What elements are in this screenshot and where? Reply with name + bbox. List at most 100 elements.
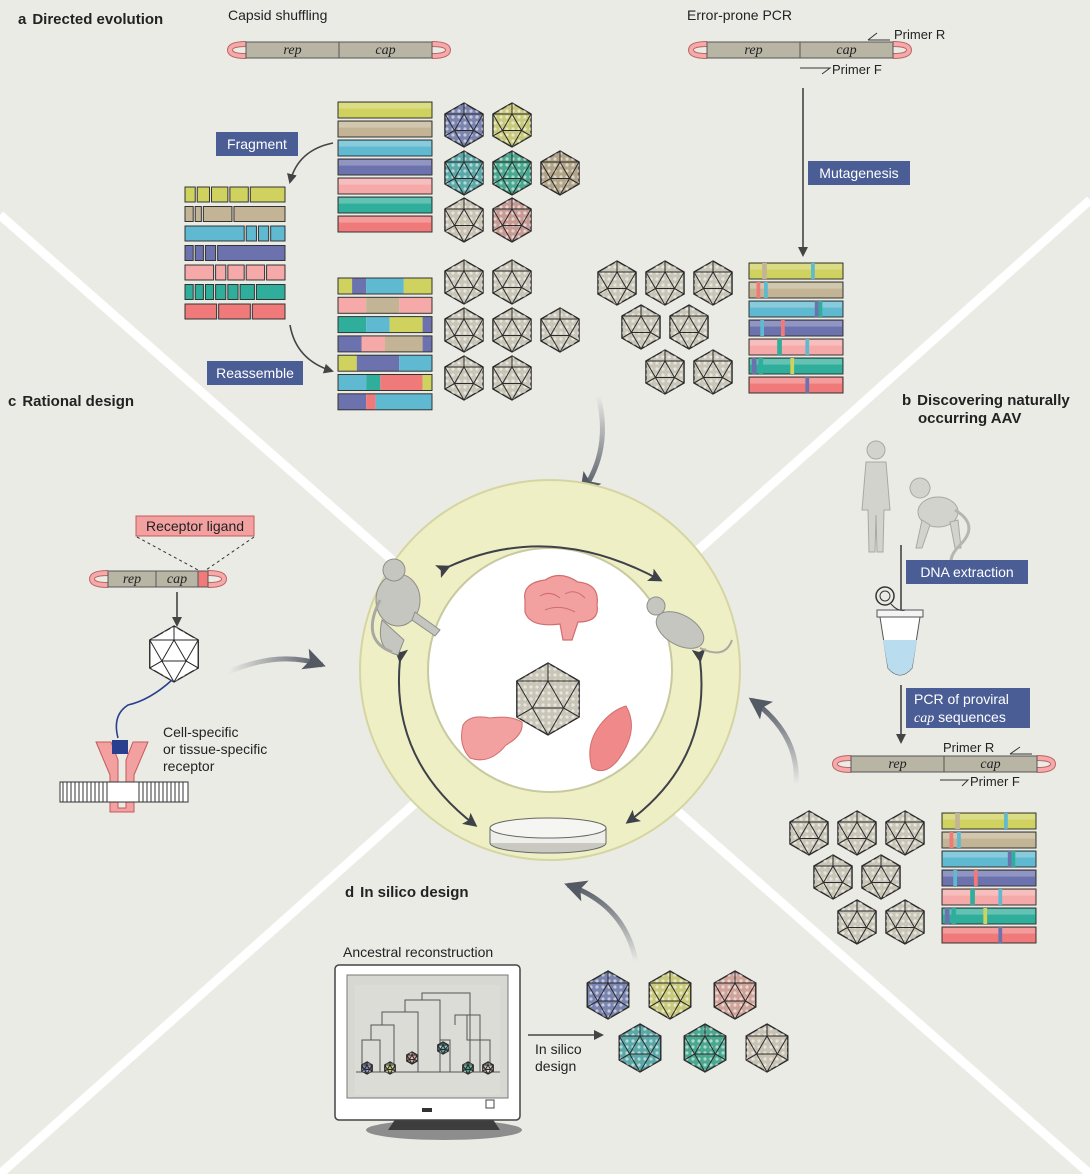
tube-icon: [875, 586, 924, 676]
sequence-fragment: [218, 303, 251, 320]
sequence-fragment: [196, 186, 211, 203]
sequence-fragment: [270, 225, 286, 242]
capsid-icon: [444, 150, 484, 196]
shuffled-sequences: [337, 277, 433, 411]
capsid-icon: [645, 349, 685, 395]
primer-r-label-top: Primer R: [894, 27, 945, 42]
cycle-arrow-top: [435, 545, 663, 582]
capsid-icon: [648, 970, 692, 1020]
sequence-bar: [941, 926, 1037, 944]
arrow-from-a: [579, 394, 605, 496]
fragment-box: Fragment: [216, 132, 298, 156]
sequence-fragment: [249, 186, 286, 203]
sequence-bar: [337, 196, 433, 214]
error-prone-pcr-label: Error-prone PCR: [687, 7, 792, 23]
mutation-stripe: [790, 358, 795, 374]
chimera-segment: [385, 335, 423, 352]
mutation-stripe: [970, 889, 975, 905]
capsid-icon: [149, 625, 199, 683]
cycle-arrow-left: [394, 648, 478, 827]
sequence-bar: [748, 262, 844, 280]
capsid-icon: [885, 810, 925, 856]
mutation-stripe: [805, 339, 810, 355]
sequence-fragment: [194, 206, 202, 222]
sequence-fragment: [184, 225, 245, 242]
capsid-icon: [492, 355, 532, 401]
mutation-stripe: [998, 927, 1003, 943]
chimera-segment: [338, 374, 367, 391]
capsid-icon: [492, 150, 532, 196]
capsid-icon: [693, 349, 733, 395]
human-icon: [861, 440, 891, 553]
mutated-sequences-b: [941, 812, 1037, 944]
sequence-fragment: [184, 186, 196, 203]
rep-label: rep: [888, 757, 906, 772]
sequence-bar: [941, 888, 1037, 906]
mutation-stripe: [957, 832, 961, 848]
chimera-bar: [337, 374, 433, 391]
mutation-stripe: [777, 339, 782, 355]
capsid-icon: [361, 1061, 373, 1075]
fragment-label: Fragment: [227, 136, 287, 152]
receptor-icon: [95, 740, 149, 813]
mutation-stripe: [762, 263, 767, 279]
chimera-bar: [337, 393, 433, 411]
phylogenetic-tree: [356, 992, 500, 1073]
in-silico-label-2: design: [535, 1058, 576, 1074]
dna-extraction-box: DNA extraction: [906, 560, 1028, 584]
chimera-segment: [366, 316, 390, 333]
capsid-icon: [516, 662, 580, 736]
capsid-icon: [406, 1051, 418, 1065]
sequence-fragment: [233, 206, 286, 222]
ancestral-reconstruction-label: Ancestral reconstruction: [343, 944, 493, 960]
capsid-icon: [492, 307, 532, 353]
mutation-stripe: [1011, 851, 1016, 867]
chimera-segment: [366, 278, 404, 294]
primer-r-mark-bottom: [1009, 746, 1032, 755]
capsid-icon: [444, 307, 484, 353]
capsid-shuffling-label: Capsid shuffling: [228, 7, 327, 23]
sequence-fragment: [202, 206, 233, 222]
chimera-segment: [361, 335, 385, 352]
primer-marks-top: Primer R Primer F: [800, 27, 945, 77]
receptor-line-3: receptor: [163, 758, 215, 774]
sequence-fragment: [184, 206, 194, 222]
pcr-label-line1: PCR of proviral: [914, 691, 1009, 707]
chimera-bar: [337, 335, 433, 353]
capsid-icon: [540, 150, 580, 196]
chimera-segment: [338, 278, 353, 294]
chimera-segment: [389, 316, 423, 333]
mutation-stripe: [955, 813, 960, 829]
receptor-line-1: Cell-specific: [163, 724, 238, 740]
mutagenesis-label: Mutagenesis: [819, 165, 898, 181]
receptor-ligand-box: Receptor ligand: [135, 515, 255, 571]
chimera-segment: [380, 374, 423, 391]
mutation-stripe: [998, 889, 1003, 905]
rep-label: rep: [744, 43, 762, 58]
computer-monitor-icon: [334, 964, 522, 1140]
chimera-segment: [422, 335, 432, 352]
mutation-stripe: [818, 301, 823, 317]
mutation-stripe: [944, 908, 950, 924]
primer-r-label-bottom: Primer R: [943, 740, 994, 755]
sequence-fragment: [204, 284, 215, 300]
mutation-stripe: [780, 320, 785, 336]
mutation-stripe: [760, 320, 765, 336]
sequence-bar: [748, 357, 844, 375]
engineered-capsid-icon: [149, 625, 199, 683]
capsid-icon: [492, 102, 532, 148]
mutation-stripe: [949, 832, 954, 848]
primer-f-mark-bottom: [940, 779, 970, 787]
capsid-icon: [492, 259, 532, 305]
sequence-fragment: [239, 284, 255, 300]
capsid-icon: [683, 1023, 727, 1073]
mutation-stripe: [764, 282, 768, 298]
mutation-stripe: [814, 301, 819, 317]
capsid-icon: [482, 1061, 494, 1075]
capsid-icon: [813, 854, 853, 900]
capsid-icon: [669, 304, 709, 350]
sequence-fragment: [245, 264, 266, 281]
